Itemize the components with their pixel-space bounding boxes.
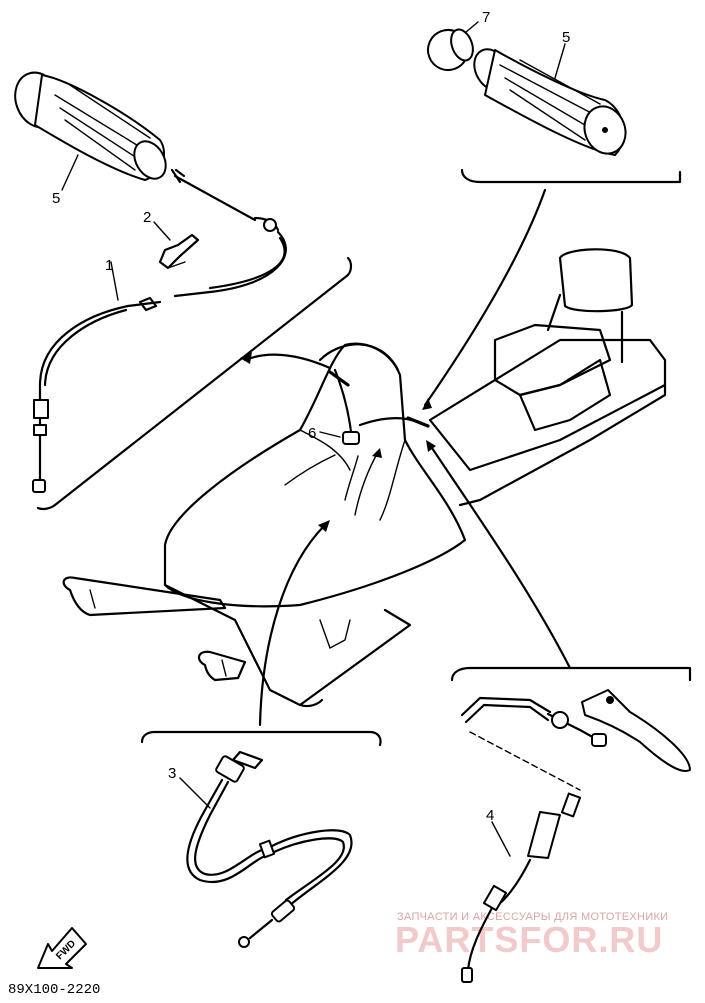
callout-2: 2 — [143, 209, 151, 226]
watermark: PARTSFOR.RU ЗАПЧАСТИ И АКСЕССУАРЫ ДЛЯ МО… — [395, 911, 668, 960]
grip-right — [473, 48, 627, 156]
watermark-tagline: ЗАПЧАСТИ И АКСЕССУАРЫ ДЛЯ МОТОТЕХНИКИ — [397, 911, 668, 923]
callout-5-right: 5 — [562, 29, 570, 46]
clip-part-2 — [158, 233, 200, 270]
detail-panel-right — [427, 21, 682, 184]
callout-3: 3 — [168, 765, 176, 782]
leader-lines — [240, 188, 572, 727]
detail-panel-left — [14, 71, 353, 511]
snowmobile-body — [62, 248, 667, 708]
callout-7: 7 — [482, 9, 490, 26]
clamp-part-6 — [342, 431, 360, 445]
detail-panel-bottom-left — [140, 730, 382, 948]
callout-4: 4 — [486, 807, 494, 824]
fwd-arrow: FWD — [37, 927, 87, 969]
callout-numbers: 5 2 1 7 5 6 3 4 — [52, 9, 570, 824]
watermark-brand: PARTSFOR.RU — [395, 919, 663, 960]
brake-lever — [460, 689, 691, 772]
ring-part-7 — [427, 28, 474, 71]
cable-part-3 — [186, 750, 353, 948]
cable-part-1 — [32, 296, 162, 493]
detail-panel-bottom-right — [450, 666, 692, 983]
callout-5-left: 5 — [52, 190, 60, 207]
callout-6: 6 — [308, 425, 316, 442]
cable-part-4 — [461, 792, 582, 983]
callout-1: 1 — [105, 257, 113, 274]
grip-left — [14, 71, 167, 181]
diagram-code: 89X100-2220 — [8, 982, 100, 998]
